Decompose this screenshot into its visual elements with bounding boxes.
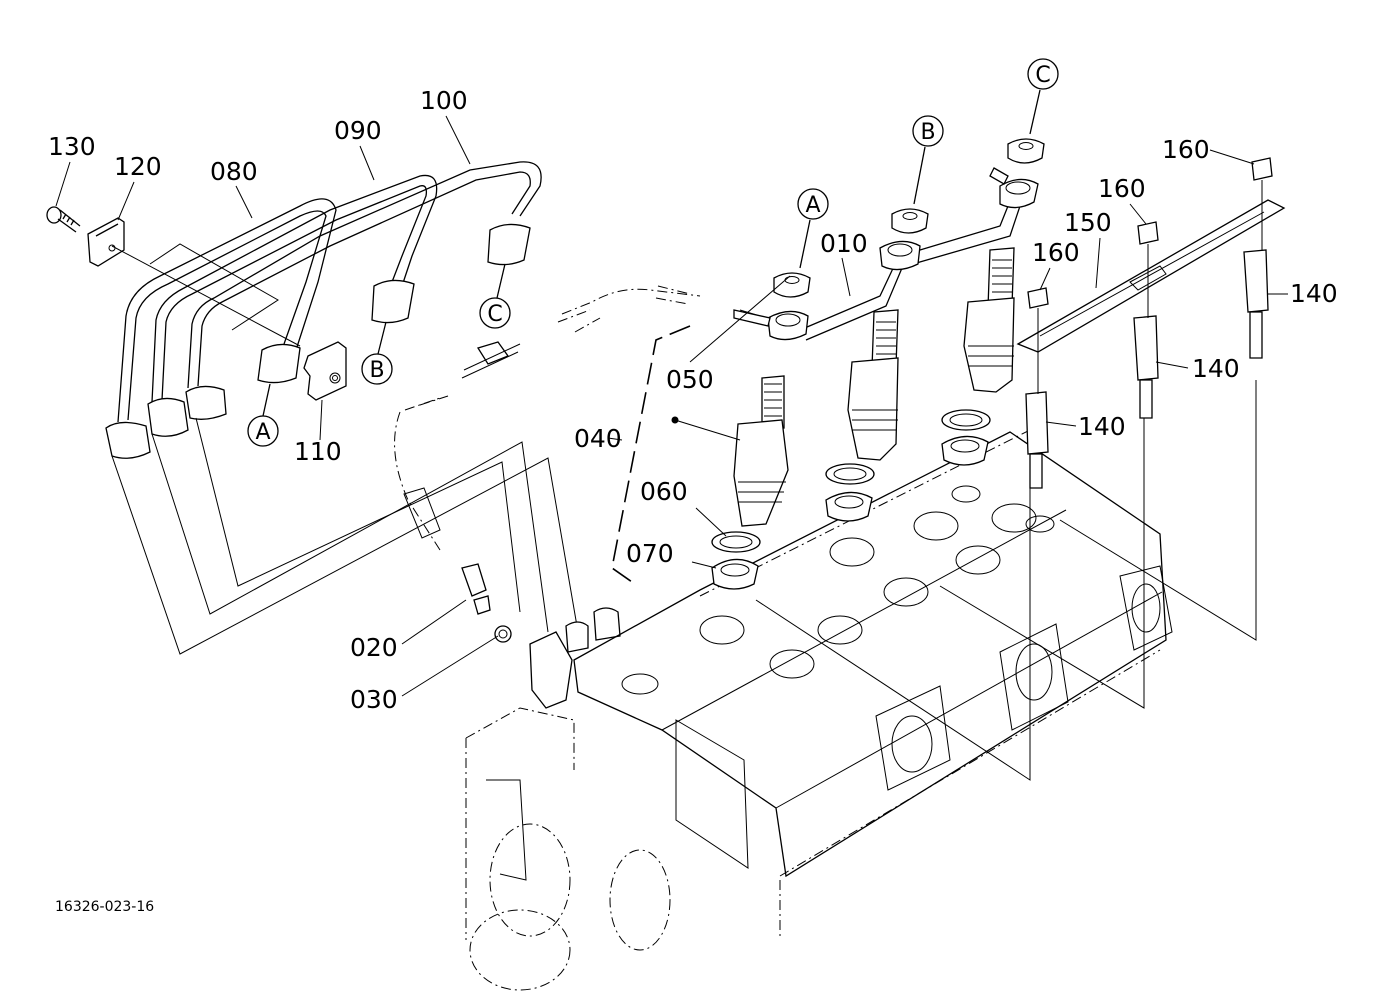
drawing-number: 16326-023-16 [55, 899, 154, 915]
label-160-left: 160 [1032, 238, 1080, 267]
nut [1007, 138, 1045, 164]
label-150: 150 [1064, 208, 1112, 237]
label-160-mid: 160 [1098, 174, 1146, 203]
pipe-nut [185, 385, 227, 420]
label-080: 080 [210, 157, 258, 186]
label-120: 120 [114, 152, 162, 181]
overflow-pipe-040 [394, 285, 781, 643]
label-090: 090 [334, 116, 382, 145]
part-labels: 130 120 080 090 100 110 010 050 040 060 … [48, 86, 1338, 714]
nut [773, 272, 811, 298]
nozzle-holder-2 [847, 309, 899, 461]
label-140-right: 140 [1290, 279, 1338, 308]
clamp-120 [87, 217, 125, 267]
label-030: 030 [350, 685, 398, 714]
pipe-nut [147, 397, 189, 437]
ref-a-nozzle: A [805, 193, 820, 218]
glow-plug-1 [1025, 391, 1049, 489]
glow-plug-3 [1243, 249, 1269, 359]
ref-c-pipe: C [487, 302, 502, 327]
label-110: 110 [294, 437, 342, 466]
ref-b-pipe: B [369, 358, 384, 383]
pipe-nut [371, 279, 415, 324]
ref-b-nozzle: B [920, 120, 935, 145]
leakoff-pipe-010 [733, 138, 1045, 341]
label-060: 060 [640, 477, 688, 506]
pipe-nut [487, 223, 531, 266]
nozzle-holder-1 [733, 375, 789, 527]
label-140-left: 140 [1078, 412, 1126, 441]
nut [891, 208, 929, 234]
injection-pipes [46, 161, 579, 655]
nut-160 [1137, 221, 1159, 245]
label-070: 070 [626, 539, 674, 568]
nozzle-holder-3 [963, 247, 1015, 393]
label-010: 010 [820, 229, 868, 258]
glow-plug-2 [1133, 315, 1159, 419]
injection-nozzles [671, 247, 1015, 590]
label-100: 100 [420, 86, 468, 115]
washer-060 [711, 531, 761, 553]
label-160-right: 160 [1162, 135, 1210, 164]
label-050: 050 [666, 365, 714, 394]
nut-160 [1027, 287, 1049, 309]
connection-refs: A B C A B C [247, 58, 1059, 447]
bolt-130 [46, 206, 81, 233]
ref-c-nozzle: C [1035, 63, 1050, 88]
clamp-110 [303, 341, 347, 401]
label-140-mid: 140 [1192, 354, 1240, 383]
glow-plug-assembly [1016, 157, 1286, 489]
label-130: 130 [48, 132, 96, 161]
nut-160 [1251, 157, 1273, 181]
pipe-nut [257, 343, 301, 384]
ref-a-pipe: A [255, 420, 270, 445]
label-020: 020 [350, 633, 398, 662]
pipe-nut [105, 421, 151, 459]
